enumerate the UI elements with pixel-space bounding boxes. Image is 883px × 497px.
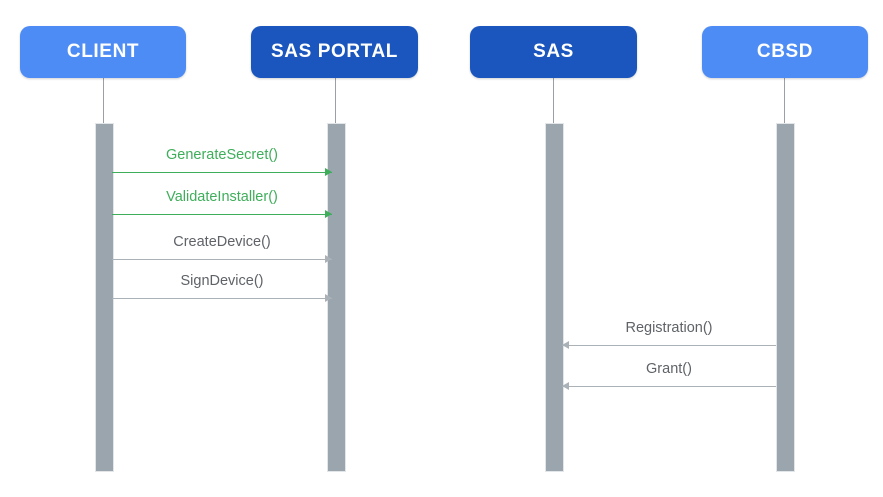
message-line-generate-secret <box>112 172 332 173</box>
activation-bar-cbsd <box>776 123 795 472</box>
message-arrowhead-generate-secret <box>325 168 332 176</box>
participant-label-client: CLIENT <box>66 41 140 62</box>
message-label-create-device: CreateDevice() <box>173 234 271 250</box>
participant-label-sas-portal: SAS PORTAL <box>270 41 399 62</box>
activation-bar-client <box>95 123 114 472</box>
message-label-generate-secret: GenerateSecret() <box>165 147 279 163</box>
message-label-grant: Grant() <box>646 361 692 377</box>
participant-box-sas-portal[interactable]: SAS PORTAL <box>251 26 418 78</box>
participant-label-cbsd: CBSD <box>756 41 814 62</box>
message-arrowhead-registration <box>562 341 569 349</box>
lifeline-sas-portal <box>335 78 336 123</box>
activation-bar-sas <box>545 123 564 472</box>
lifeline-cbsd <box>784 78 785 123</box>
message-arrowhead-validate-installer <box>325 210 332 218</box>
message-arrowhead-grant <box>562 382 569 390</box>
message-arrowhead-sign-device <box>325 294 332 302</box>
lifeline-sas <box>553 78 554 123</box>
lifeline-client <box>103 78 104 123</box>
message-line-grant <box>562 386 776 387</box>
participant-box-client[interactable]: CLIENT <box>20 26 186 78</box>
message-line-create-device <box>112 259 332 260</box>
message-arrowhead-create-device <box>325 255 332 263</box>
participant-box-cbsd[interactable]: CBSD <box>702 26 868 78</box>
message-label-validate-installer: ValidateInstaller() <box>166 189 278 205</box>
message-line-sign-device <box>112 298 332 299</box>
participant-box-sas[interactable]: SAS <box>470 26 637 78</box>
message-label-sign-device: SignDevice() <box>180 273 264 289</box>
message-label-registration: Registration() <box>625 320 713 336</box>
message-line-validate-installer <box>112 214 332 215</box>
message-line-registration <box>562 345 776 346</box>
participant-label-sas: SAS <box>533 41 574 62</box>
